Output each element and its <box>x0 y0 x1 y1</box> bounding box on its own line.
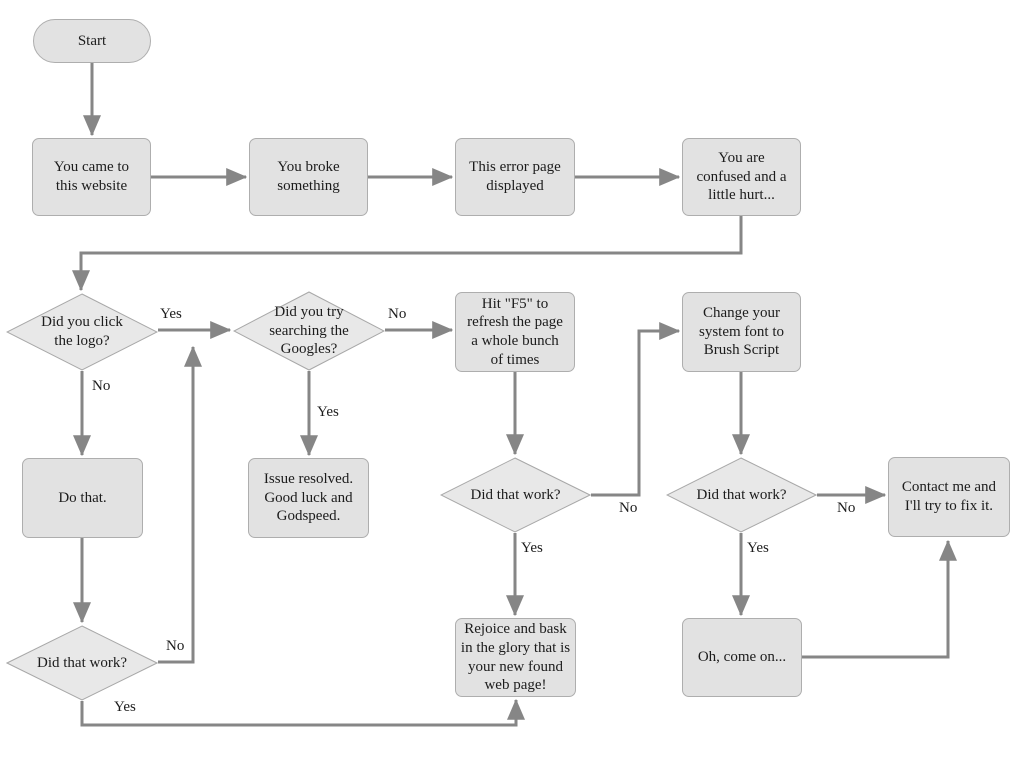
node-confused-and-hurt: You are confused and a little hurt... <box>682 138 801 216</box>
node-change-system-font: Change your system font to Brush Script <box>682 292 801 372</box>
node-error-page-label: This error page displayed <box>469 159 561 194</box>
edge-label-googles-no: No <box>388 306 407 322</box>
edge-label-work-right-yes: Yes <box>747 540 769 556</box>
node-did-that-work-middle: Did that work? <box>440 457 591 533</box>
node-change-font-label: Change your system font to Brush Script <box>699 304 784 359</box>
node-did-that-work-bottom: Did that work? <box>6 625 158 701</box>
node-googles-label: Did you try searching the Googles? <box>269 303 349 358</box>
node-did-you-click-logo: Did you click the logo? <box>6 293 158 371</box>
node-click-logo-label: Did you click the logo? <box>41 314 123 349</box>
node-work-right-label: Did that work? <box>696 486 787 503</box>
edge-label-logo-yes: Yes <box>160 306 182 322</box>
node-you-broke-something: You broke something <box>249 138 368 216</box>
node-issue-resolved: Issue resolved. Good luck and Godspeed. <box>248 458 369 538</box>
node-do-that: Do that. <box>22 458 143 538</box>
node-came-label: You came to this website <box>53 159 130 194</box>
diamond-shape <box>440 457 591 533</box>
edge-label-logo-no: No <box>92 378 111 394</box>
edge-label-work-bottom-no: No <box>166 638 185 654</box>
edge-workmid-no-to-changefont <box>591 322 681 497</box>
edge-label-work-mid-no: No <box>619 500 638 516</box>
node-start: Start <box>33 19 151 63</box>
edge-label-work-bottom-yes: Yes <box>114 699 136 715</box>
node-work-mid-label: Did that work? <box>470 486 561 503</box>
node-start-label: Start <box>77 32 107 49</box>
node-you-came-to-this-website: You came to this website <box>32 138 151 216</box>
node-contact-me: Contact me and I'll try to fix it. <box>888 457 1010 537</box>
edge-label-work-right-no: No <box>837 500 856 516</box>
diamond-shape <box>233 291 385 371</box>
node-confused-label: You are confused and a little hurt... <box>696 149 787 204</box>
node-hit-f5-refresh: Hit "F5" to refresh the page a whole bun… <box>455 292 575 372</box>
node-issue-resolved-label: Issue resolved. Good luck and Godspeed. <box>263 470 354 525</box>
edge-workbottom-no-up <box>158 345 202 664</box>
node-work-bottom-label: Did that work? <box>37 654 127 671</box>
node-contact-label: Contact me and I'll try to fix it. <box>901 479 997 514</box>
edge-label-googles-yes: Yes <box>317 404 339 420</box>
node-hit-f5-label: Hit "F5" to refresh the page a whole bun… <box>467 295 563 368</box>
diamond-shape <box>6 293 158 371</box>
diamond-shape <box>666 457 817 533</box>
node-did-that-work-right: Did that work? <box>666 457 817 533</box>
node-did-you-try-googles: Did you try searching the Googles? <box>233 291 385 371</box>
node-broke-label: You broke something <box>277 159 340 194</box>
diamond-shape <box>6 625 158 701</box>
node-rejoice-and-bask: Rejoice and bask in the glory that is yo… <box>455 618 576 697</box>
node-error-page-displayed: This error page displayed <box>455 138 575 216</box>
node-oh-come-on: Oh, come on... <box>682 618 802 697</box>
edge-confused-to-logo <box>72 216 743 292</box>
node-rejoice-label: Rejoice and bask in the glory that is yo… <box>460 621 571 694</box>
edge-ohcomeon-to-contact <box>802 539 957 659</box>
node-do-that-label: Do that. <box>58 489 107 506</box>
edge-label-work-mid-yes: Yes <box>521 540 543 556</box>
node-oh-come-on-label: Oh, come on... <box>697 649 787 666</box>
edge-workbottom-yes-to-rejoice <box>80 698 525 727</box>
